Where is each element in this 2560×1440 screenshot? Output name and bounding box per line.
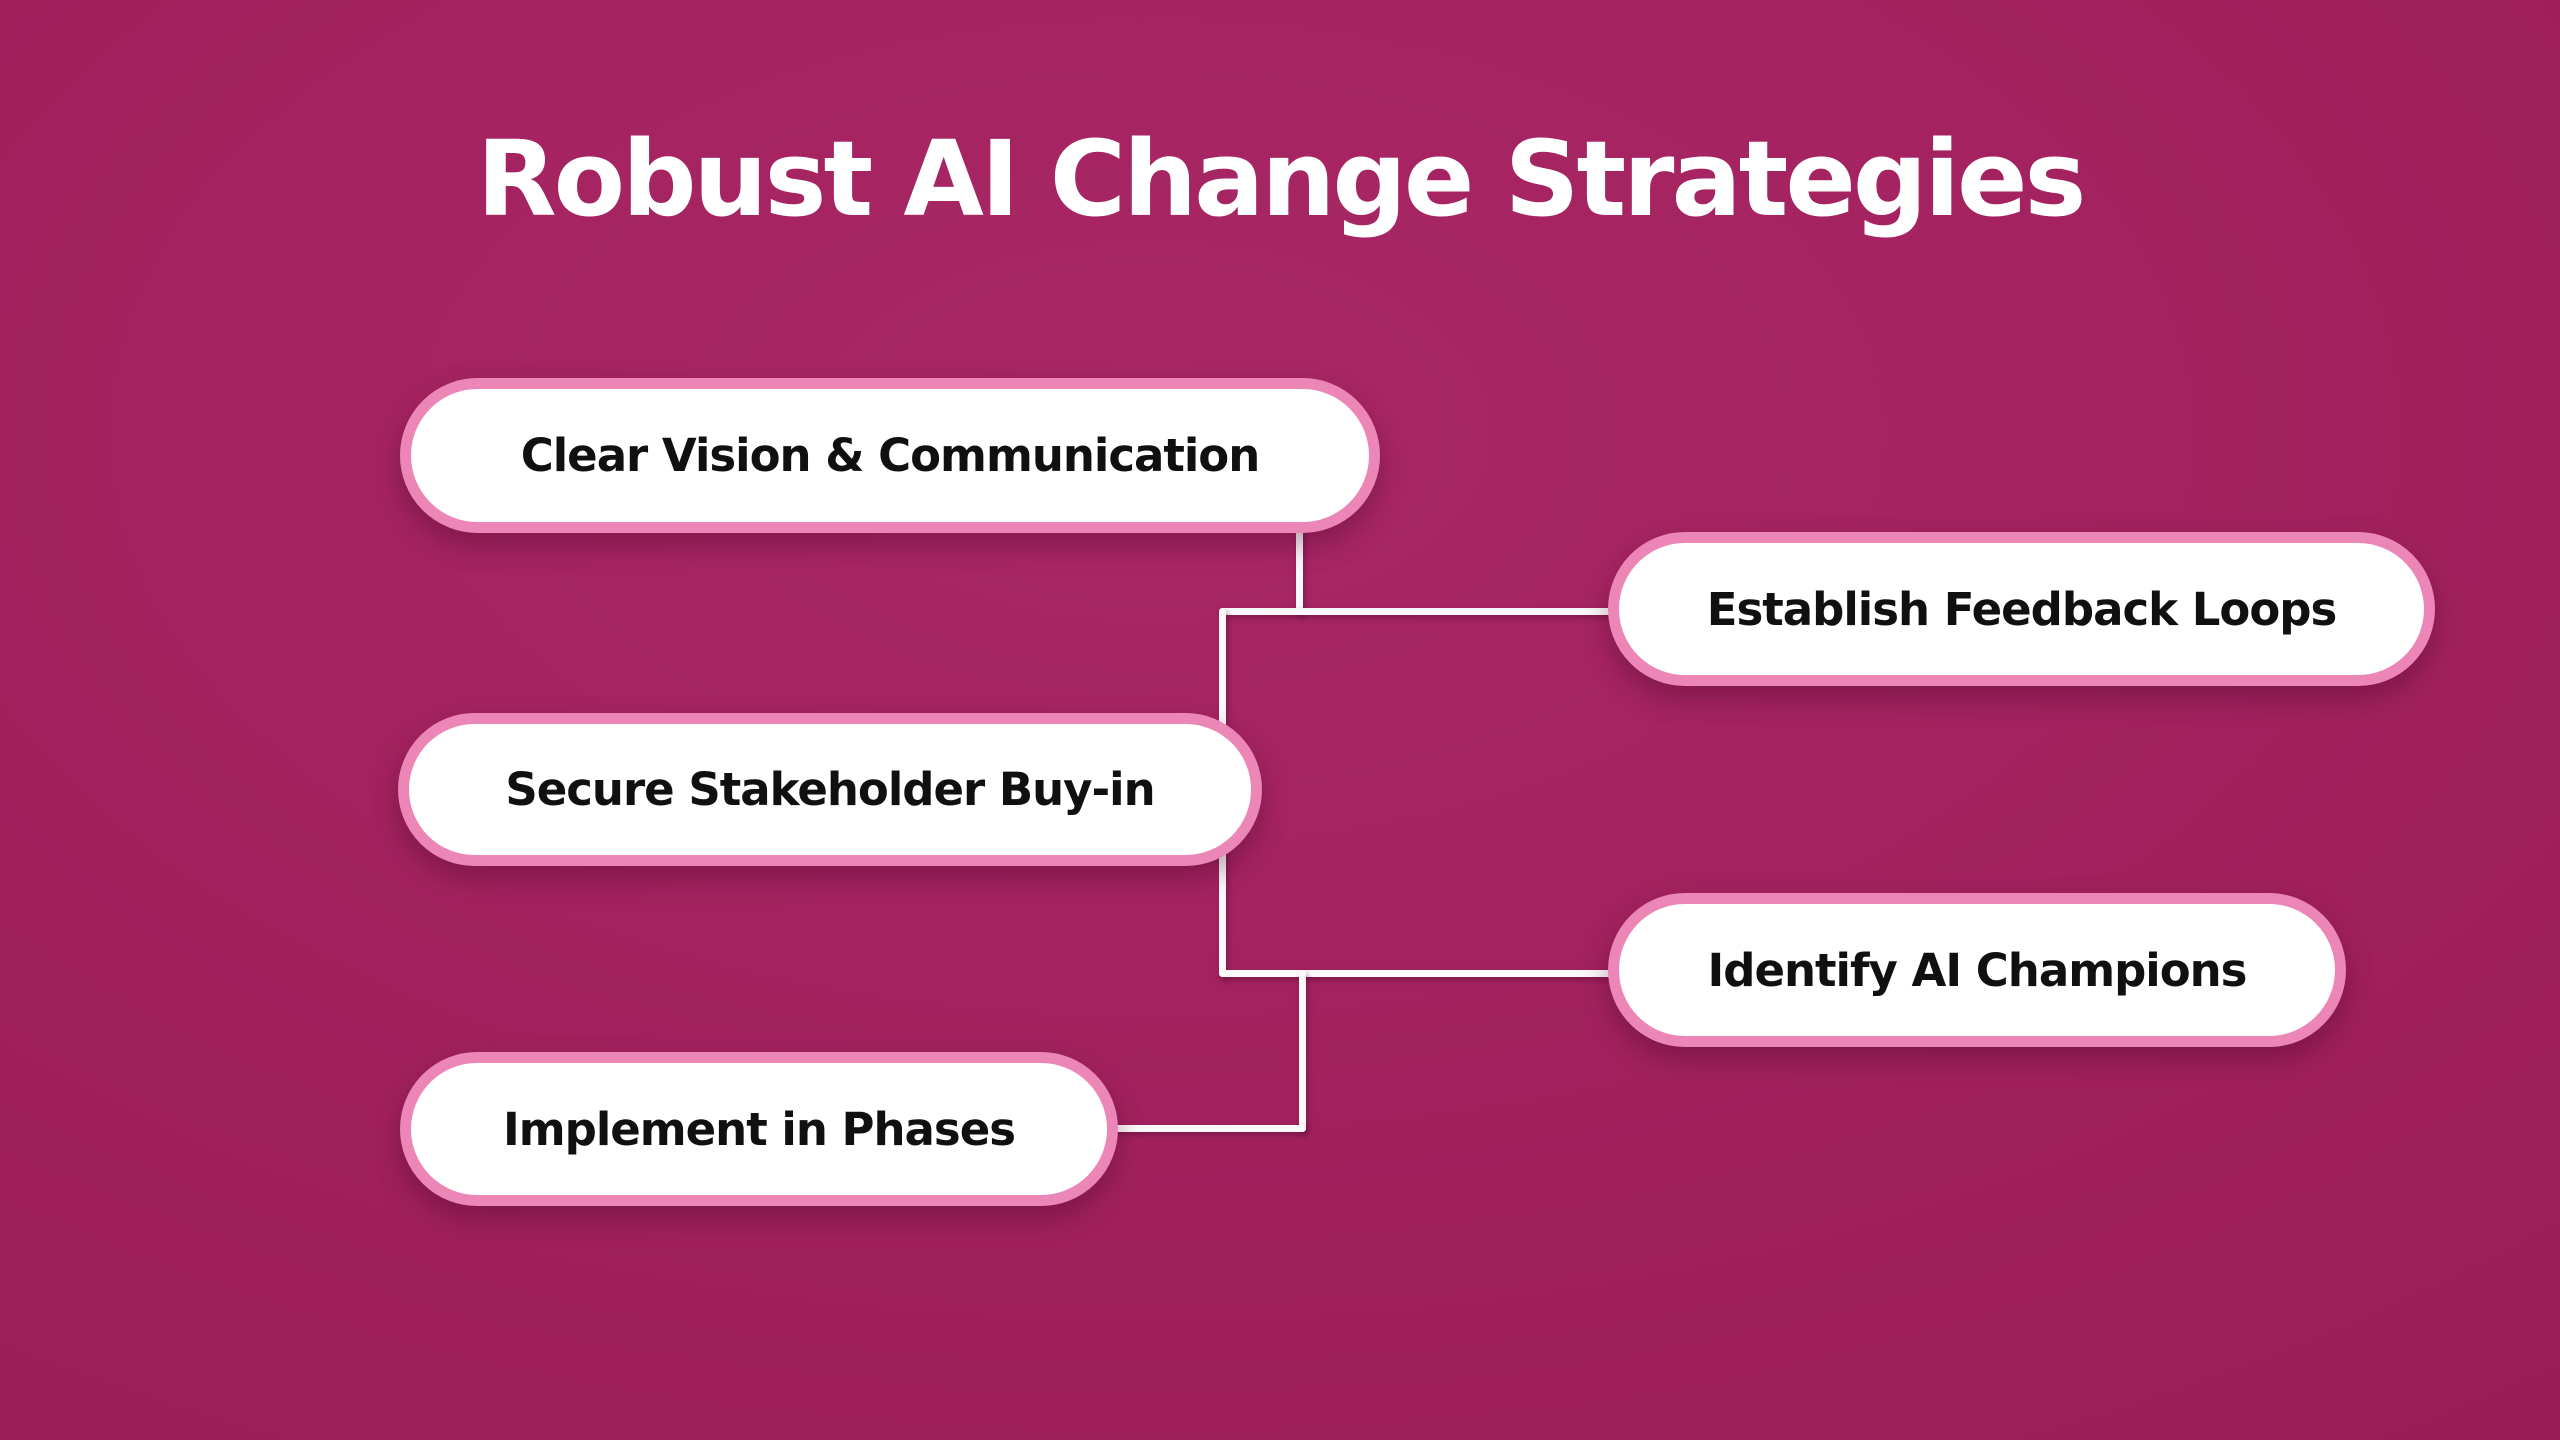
node-label-establish-feedback-loops: Establish Feedback Loops [1706, 582, 2337, 636]
node-implement-in-phases: Implement in Phases [400, 1052, 1118, 1206]
node-secure-stakeholder-buy-in: Secure Stakeholder Buy-in [398, 713, 1262, 866]
connector-horizontal-from-implement-phases [1105, 1125, 1306, 1132]
node-label-secure-stakeholder-buy-in: Secure Stakeholder Buy-in [505, 763, 1155, 816]
connector-vertical-to-implement-phases [1299, 970, 1306, 1132]
node-label-clear-vision-communication: Clear Vision & Communication [520, 429, 1261, 482]
connector-horizontal-to-ai-champions [1219, 970, 1620, 977]
node-clear-vision-communication: Clear Vision & Communication [400, 378, 1380, 533]
node-establish-feedback-loops: Establish Feedback Loops [1608, 532, 2435, 686]
connector-vertical-from-clear-vision [1296, 516, 1303, 615]
connector-horizontal-to-feedback-loops [1219, 608, 1620, 615]
node-label-identify-ai-champions: Identify AI Champions [1707, 943, 2248, 997]
page-title: Robust AI Change Strategies [476, 118, 2087, 240]
node-label-implement-in-phases: Implement in Phases [502, 1102, 1016, 1156]
node-identify-ai-champions: Identify AI Champions [1608, 893, 2346, 1047]
